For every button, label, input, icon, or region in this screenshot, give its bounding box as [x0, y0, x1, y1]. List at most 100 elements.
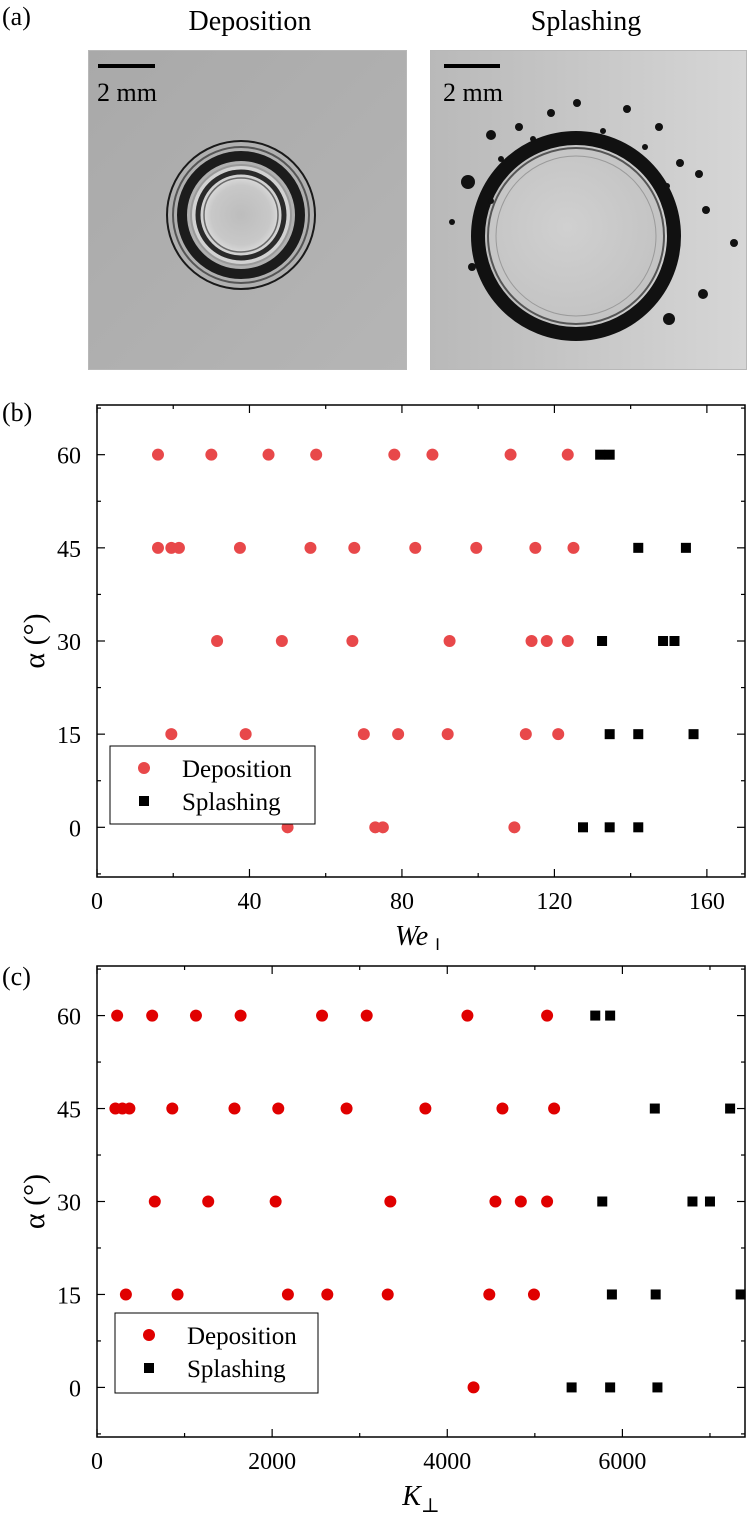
deposition-point: [151, 541, 164, 554]
deposition-point: [392, 728, 405, 741]
deposition-photo: [88, 50, 407, 370]
splashing-point: [652, 1382, 663, 1393]
deposition-point: [111, 1009, 124, 1022]
deposition-point: [234, 1009, 247, 1022]
x-tick-label: 120: [536, 889, 572, 915]
legend-label-splashing: Splashing: [187, 1356, 286, 1383]
deposition-point: [470, 541, 483, 554]
panel-label-c: (c): [2, 962, 31, 991]
deposition-point: [504, 448, 517, 461]
deposition-point: [561, 448, 574, 461]
deposition-point: [529, 541, 542, 554]
deposition-point: [119, 1288, 132, 1301]
splashing-point: [680, 542, 691, 553]
deposition-point: [376, 821, 389, 834]
y-tick-label: 60: [57, 444, 81, 470]
splashing-point: [687, 1196, 698, 1207]
photo-title-splashing: Splashing: [530, 6, 642, 37]
deposition-point: [316, 1009, 329, 1022]
x-tick-label: 40: [237, 889, 261, 915]
legend-label-deposition: Deposition: [187, 1323, 297, 1350]
x-tick-label: 80: [390, 889, 414, 915]
splashing-point: [725, 1103, 736, 1114]
y-tick-label: 0: [69, 1376, 81, 1402]
deposition-point: [496, 1102, 509, 1115]
splashing-point: [605, 1382, 616, 1393]
splashing-point: [604, 822, 615, 833]
y-tick-label: 15: [57, 1283, 81, 1309]
deposition-point: [269, 1195, 282, 1208]
deposition-point: [281, 1288, 294, 1301]
panel-label-b: (b): [2, 398, 33, 427]
x-tick-label: 0: [91, 1449, 103, 1475]
splashing-point: [590, 1010, 601, 1021]
deposition-point: [541, 1009, 554, 1022]
x-tick-label: 2000: [248, 1449, 296, 1475]
deposition-point: [171, 1288, 184, 1301]
splashing-point: [688, 729, 699, 740]
y-tick-label: 30: [57, 1191, 81, 1217]
y-axis-label: α (°): [18, 613, 51, 668]
photo-title-deposition: Deposition: [188, 6, 312, 37]
deposition-point: [357, 728, 370, 741]
deposition-point: [340, 1102, 353, 1115]
legend-label-splashing: Splashing: [182, 789, 281, 816]
legend-marker-splashing: [139, 796, 149, 806]
deposition-point: [548, 1102, 561, 1115]
deposition-point: [165, 728, 178, 741]
legend-marker-deposition: [138, 762, 150, 774]
deposition-point: [146, 1009, 159, 1022]
deposition-point: [384, 1195, 397, 1208]
deposition-point: [233, 541, 246, 554]
splashing-point: [735, 1289, 746, 1300]
deposition-point: [508, 821, 521, 834]
splashing-point: [658, 636, 669, 646]
deposition-point: [310, 448, 323, 461]
splashing-point: [604, 729, 615, 740]
y-tick-label: 45: [57, 1098, 81, 1124]
splashing-point: [597, 1196, 608, 1207]
y-tick-label: 15: [57, 723, 81, 749]
x-tick-label: 6000: [598, 1449, 646, 1475]
deposition-point: [346, 635, 359, 647]
y-axis-label: α (°): [18, 1174, 51, 1229]
deposition-point: [519, 728, 532, 741]
splashing-point: [633, 822, 644, 833]
deposition-point: [540, 635, 553, 647]
deposition-point: [272, 1102, 285, 1115]
legend-marker-splashing: [144, 1363, 154, 1373]
y-tick-label: 45: [57, 537, 81, 563]
splashing-point: [578, 822, 588, 833]
deposition-point: [202, 1195, 215, 1208]
x-tick-label: 160: [689, 889, 725, 915]
deposition-point: [441, 728, 454, 741]
splashing-point: [566, 1382, 577, 1393]
x-axis-label: K⊥: [401, 1481, 440, 1517]
deposition-point: [123, 1102, 136, 1115]
splashing-point: [595, 449, 606, 460]
splashing-point: [669, 636, 680, 646]
y-tick-label: 60: [57, 1005, 81, 1031]
deposition-point: [239, 728, 252, 741]
deposition-point: [304, 541, 317, 554]
deposition-point: [552, 728, 565, 741]
deposition-point: [489, 1195, 502, 1208]
splashing-point: [633, 729, 644, 740]
splashing-point: [704, 1196, 715, 1207]
deposition-point: [409, 541, 422, 554]
deposition-point: [189, 1009, 202, 1022]
legend-box: [109, 745, 316, 825]
legend-box: [114, 1312, 319, 1394]
splashing-photo: [430, 50, 747, 370]
deposition-point: [567, 541, 580, 554]
splashing-point: [604, 449, 615, 460]
deposition-point: [561, 635, 574, 647]
deposition-point: [525, 635, 538, 647]
scalebar-label-right: 2 mm: [443, 78, 503, 107]
panel-label-a: (a): [2, 2, 31, 31]
x-axis-label: We⊥: [395, 921, 447, 950]
deposition-point: [388, 448, 401, 461]
deposition-point: [541, 1195, 554, 1208]
